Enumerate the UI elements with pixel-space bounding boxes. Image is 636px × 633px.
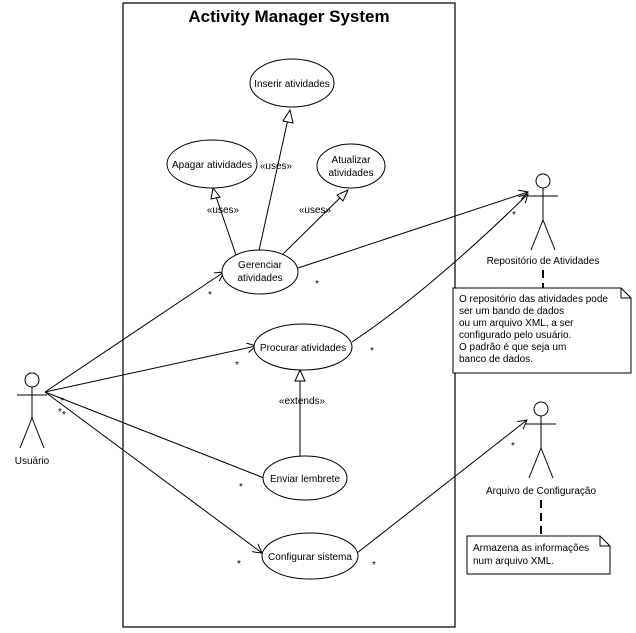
actor-arquivo[interactable]: Arquivo de Configuração — [486, 401, 597, 497]
assoc-procurar-repositorio — [351, 194, 528, 343]
use-case-configurar-label: Configurar sistema — [268, 552, 352, 563]
extends-arrowhead — [294, 368, 306, 382]
assoc-usuario-enviar — [44, 391, 265, 479]
use-case-atualizar[interactable]: Atualizar atividades — [316, 143, 386, 189]
use-case-gerenciar-label-1: Gerenciar — [238, 260, 283, 271]
use-case-apagar-label: Apagar atividades — [172, 160, 252, 171]
multiplicity: * — [237, 559, 241, 570]
system-title: Activity Manager System — [188, 7, 389, 26]
note-line: configurado pelo usuário. — [459, 330, 571, 341]
actor-usuario-label: Usuário — [15, 456, 50, 467]
note-line: O padrão é que seja um — [459, 342, 566, 353]
multiplicity: * — [512, 210, 516, 221]
uses-inserir-arrowhead — [282, 108, 294, 124]
assoc-usuario-gerenciar — [44, 272, 224, 393]
uses-apagar-arrowhead — [210, 186, 221, 200]
actor-arquivo-label: Arquivo de Configuração — [486, 486, 597, 497]
note-arquivo-text: Armazena as informações num arquivo XML. — [473, 543, 592, 567]
multiplicity: * — [208, 290, 212, 301]
actor-usuario-icon — [17, 372, 47, 449]
uses-gerenciar-inserir — [257, 109, 291, 256]
multiplicity: * — [235, 360, 239, 371]
note-line: num arquivo XML. — [473, 556, 554, 567]
stereotype-extends: «extends» — [279, 396, 326, 407]
multiplicity: * — [239, 482, 243, 493]
actor-repositorio-label: Repositório de Atividades — [487, 256, 600, 267]
use-case-configurar[interactable]: Configurar sistema — [261, 532, 359, 580]
multiplicity: * — [60, 396, 64, 407]
use-case-gerenciar-label-2: atividades — [237, 273, 282, 284]
multiplicity: * — [370, 346, 374, 357]
note-repositorio: O repositório das atividades pode ser um… — [452, 287, 632, 374]
uses-gerenciar-apagar — [212, 187, 237, 256]
actor-arquivo-icon — [526, 401, 556, 479]
use-case-procurar-label: Procurar atividades — [260, 343, 346, 354]
multiplicity: * — [372, 560, 376, 571]
assoc-configurar-arquivo — [356, 420, 527, 554]
use-case-inserir-label: Inserir atividades — [254, 79, 330, 90]
multiplicity: * — [511, 441, 515, 452]
note-line: ser um bando de dados — [459, 306, 564, 317]
uses-atualizar-arrowhead — [336, 188, 350, 202]
note-arquivo: Armazena as informações num arquivo XML. — [466, 535, 611, 575]
use-case-atualizar-label-1: Atualizar — [332, 155, 372, 166]
note-line: Armazena as informações — [473, 543, 589, 554]
multiplicity: * — [58, 407, 62, 418]
use-case-inserir[interactable]: Inserir atividades — [249, 58, 335, 108]
assoc-usuario-configurar — [44, 391, 262, 553]
multiplicity: * — [315, 279, 319, 290]
use-case-atualizar-label-2: atividades — [328, 168, 373, 179]
actor-repositorio-icon — [528, 173, 558, 251]
uses-gerenciar-atualizar — [281, 189, 349, 256]
actor-usuario[interactable]: Usuário — [15, 372, 50, 467]
multiplicity: * — [62, 410, 66, 421]
stereotype-uses-apagar: «uses» — [207, 205, 240, 216]
use-case-enviar-label: Enviar lembrete — [270, 474, 340, 485]
stereotype-uses-inserir: «uses» — [260, 161, 293, 172]
note-line: ou um arquivo XML, a ser — [459, 318, 574, 329]
use-case-procurar[interactable]: Procurar atividades — [253, 323, 353, 371]
note-line: O repositório das atividades pode — [459, 294, 608, 305]
note-line: banco de dados. — [459, 354, 533, 365]
use-case-gerenciar[interactable]: Gerenciar atividades — [221, 249, 299, 295]
assoc-usuario-procurar — [44, 346, 256, 393]
stereotype-uses-atualizar: «uses» — [299, 205, 332, 216]
note-repositorio-text: O repositório das atividades pode ser um… — [459, 294, 611, 365]
use-case-apagar[interactable]: Apagar atividades — [166, 139, 258, 189]
use-case-enviar[interactable]: Enviar lembrete — [262, 455, 348, 501]
assoc-gerenciar-repositorio — [297, 192, 528, 269]
actor-repositorio[interactable]: Repositório de Atividades — [487, 173, 600, 267]
